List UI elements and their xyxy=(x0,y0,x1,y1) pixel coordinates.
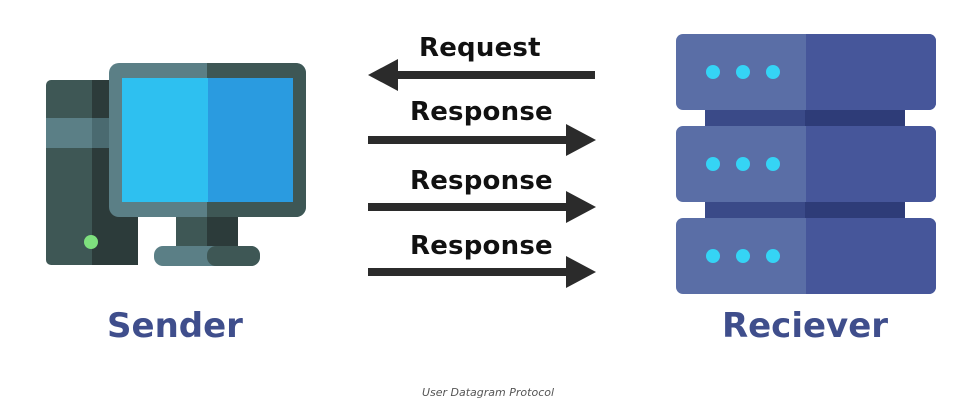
server-rack-icon xyxy=(676,34,936,294)
response-label-2: Response xyxy=(410,166,553,196)
response-label-3: Response xyxy=(410,231,553,261)
request-arrow xyxy=(368,59,595,91)
power-led xyxy=(84,235,98,249)
request-label: Request xyxy=(419,33,541,63)
receiver-label: Reciever xyxy=(721,306,889,346)
response-arrow-2 xyxy=(368,191,596,223)
response-arrow-1 xyxy=(368,124,596,156)
sender-label: Sender xyxy=(107,306,243,346)
response-arrow-3 xyxy=(368,256,596,288)
response-label-1: Response xyxy=(410,97,553,127)
desktop-computer-icon xyxy=(46,63,306,266)
diagram-caption: User Datagram Protocol xyxy=(421,386,555,399)
